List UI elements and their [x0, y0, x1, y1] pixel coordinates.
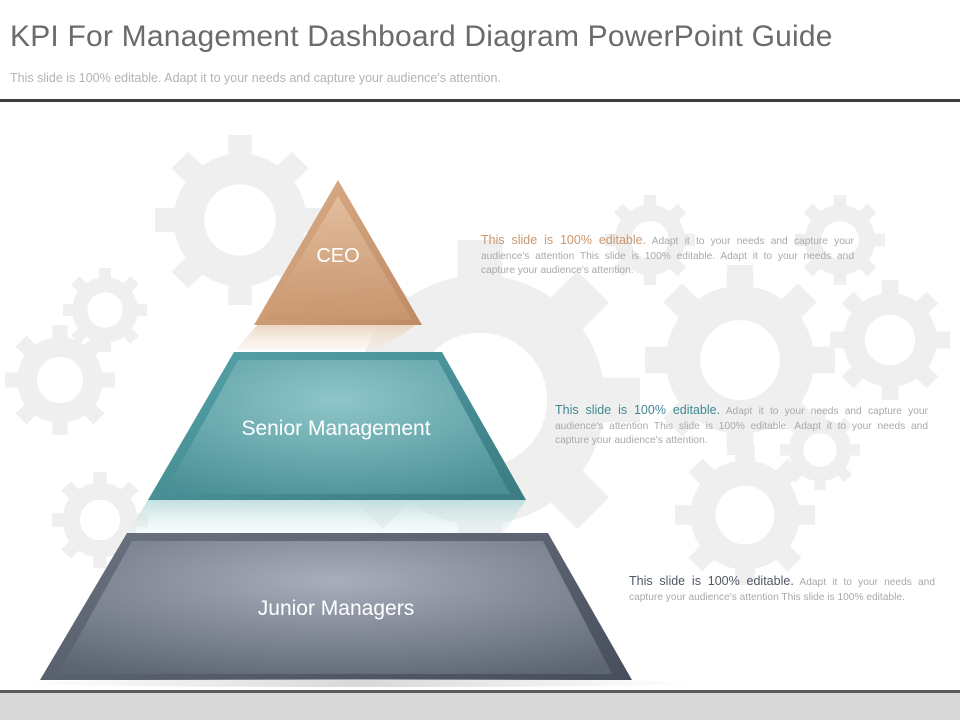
description-ceo-lead: This slide is 100% editable.: [481, 233, 647, 247]
pyramid-level-senior-management: [148, 352, 526, 500]
connector-ceo-senior: [235, 322, 420, 350]
pyramid-shadow: [20, 679, 700, 687]
description-junior-managers-body: Adapt it to your needs and capture your …: [629, 577, 935, 603]
description-ceo-body: Adapt it to your needs and capture your …: [481, 236, 854, 276]
slide-title: KPI For Management Dashboard Diagram Pow…: [10, 20, 833, 53]
description-ceo: This slide is 100% editable. Adapt it to…: [481, 233, 854, 279]
level-label-junior-managers: Junior Managers: [257, 597, 415, 620]
description-senior-management-body: Adapt it to your needs and capture your …: [555, 406, 928, 446]
description-senior-management-lead: This slide is 100% editable.: [555, 403, 721, 417]
description-junior-managers-lead: This slide is 100% editable.: [629, 574, 794, 588]
connector-senior-junior: [128, 500, 526, 532]
description-junior-managers: This slide is 100% editable. Adapt it to…: [629, 574, 935, 605]
pyramid-level-junior-managers: [40, 533, 632, 680]
pyramid-level-ceo: [254, 180, 422, 325]
level-label-senior-management: Senior Management: [241, 417, 431, 440]
footer-divider: [0, 690, 960, 693]
level-label-ceo: CEO: [316, 245, 360, 267]
footer-band: [0, 693, 960, 720]
slide-subtitle: This slide is 100% editable. Adapt it to…: [10, 71, 501, 85]
header-divider: [0, 99, 960, 102]
description-senior-management: This slide is 100% editable. Adapt it to…: [555, 403, 928, 449]
